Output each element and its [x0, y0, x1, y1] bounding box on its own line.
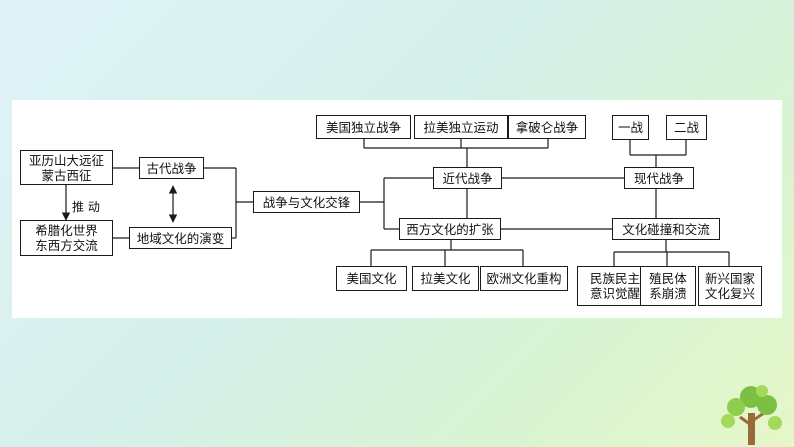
- node-us-culture: 美国文化: [336, 266, 407, 291]
- node-cultural-collision: 文化碰撞和交流: [612, 218, 720, 240]
- node-colonial-collapse: 殖民体 系崩溃: [640, 266, 696, 306]
- node-latin-culture: 拉美文化: [412, 266, 479, 291]
- node-alexander-mongol: 亚历山大远征 蒙古西征: [20, 150, 113, 185]
- node-war-and-culture: 战争与文化交锋: [253, 191, 360, 213]
- node-new-nations-revival: 新兴国家 文化复兴: [698, 266, 762, 306]
- node-contemporary-war: 现代战争: [624, 167, 694, 189]
- node-ww2: 二战: [666, 115, 707, 140]
- node-us-independence-war: 美国独立战争: [316, 115, 411, 139]
- edge-label-push: 推 动: [72, 200, 100, 214]
- node-ancient-war: 古代战争: [139, 157, 204, 179]
- node-hellenistic-exchange: 希腊化世界 东西方交流: [20, 220, 113, 256]
- node-regional-culture: 地域文化的演变: [129, 227, 232, 249]
- node-latin-independence: 拉美独立运动: [414, 115, 508, 139]
- node-modern-war: 近代战争: [433, 167, 502, 189]
- node-euro-reconstruction: 欧洲文化重构: [480, 266, 568, 291]
- node-western-expansion: 西方文化的扩张: [399, 218, 501, 240]
- node-ww1: 一战: [612, 115, 649, 140]
- tree-decoration-icon: [721, 385, 782, 445]
- node-napoleonic-wars: 拿破仑战争: [508, 115, 586, 139]
